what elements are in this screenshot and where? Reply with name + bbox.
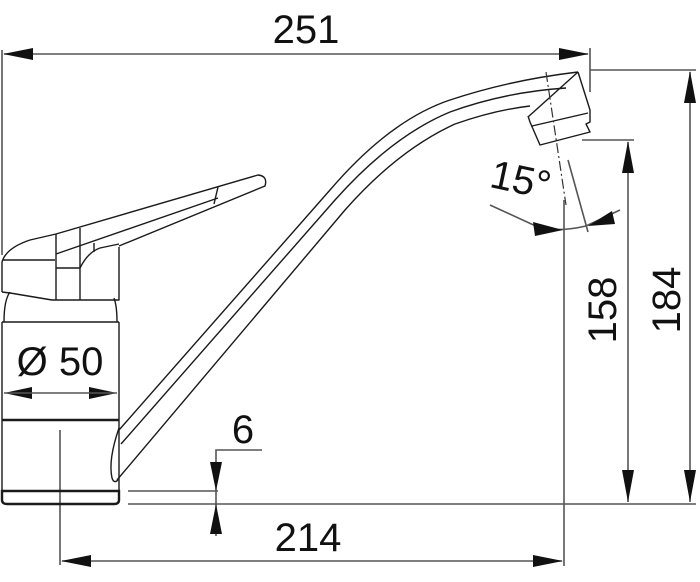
spout-inner-top bbox=[120, 87, 567, 445]
arrow-up-icon bbox=[684, 71, 696, 103]
arrow-down-icon bbox=[622, 470, 634, 502]
angle-leg-tilted bbox=[567, 159, 589, 233]
leader-line-6 bbox=[215, 449, 262, 491]
arrow-up-icon bbox=[622, 141, 634, 173]
mixer-body: Ø 50 bbox=[0, 291, 121, 506]
lever-outline bbox=[55, 174, 267, 247]
lever-inner-curve bbox=[79, 243, 120, 269]
aerator-outlet bbox=[527, 71, 591, 206]
head-bottom-edge bbox=[1, 247, 120, 301]
spout-underside bbox=[116, 105, 531, 481]
dimension-base-thickness: 6 bbox=[210, 408, 262, 536]
dimension-label-diameter: Ø 50 bbox=[17, 340, 104, 384]
lever-handle bbox=[1, 174, 267, 301]
dimension-overall-reach: 251 bbox=[1, 8, 591, 255]
dome-right bbox=[113, 297, 118, 323]
arrow-left-icon bbox=[3, 48, 33, 60]
arrow-left-icon bbox=[588, 211, 615, 226]
dimension-label-184: 184 bbox=[645, 267, 689, 334]
dimension-spout-angle: 15° bbox=[487, 152, 621, 236]
arrow-up-icon bbox=[210, 504, 222, 534]
arrow-right-icon bbox=[559, 48, 589, 60]
arrow-right-icon bbox=[533, 555, 563, 567]
dimension-label-angle: 15° bbox=[487, 152, 555, 208]
dimension-outlet-height: 158 bbox=[581, 139, 634, 502]
lever-grip-mark bbox=[213, 186, 219, 205]
arrow-left-icon bbox=[61, 555, 91, 567]
outlet-centerline bbox=[545, 71, 567, 206]
dimension-label-251: 251 bbox=[273, 8, 340, 52]
dimension-label-6: 6 bbox=[232, 408, 254, 452]
head-top-curve bbox=[1, 233, 57, 263]
angle-arc bbox=[489, 204, 621, 231]
aerator-bevel bbox=[527, 71, 579, 118]
spout-root-curve bbox=[110, 427, 120, 483]
swivel-spout bbox=[110, 71, 579, 483]
base-plate bbox=[0, 489, 121, 506]
dome-left bbox=[3, 291, 11, 323]
arrow-right-icon bbox=[533, 222, 563, 236]
dimension-spout-reach: 214 bbox=[59, 200, 565, 567]
arrow-down-icon bbox=[684, 470, 696, 502]
aerator-ring-line bbox=[531, 112, 589, 127]
dimension-overall-height: 184 bbox=[590, 69, 696, 502]
dimension-label-214: 214 bbox=[275, 516, 342, 560]
lever-mid-line bbox=[55, 197, 219, 255]
arrow-down-icon bbox=[210, 462, 222, 491]
dimension-label-158: 158 bbox=[581, 277, 625, 344]
spout-outer-top bbox=[118, 71, 579, 431]
aerator-outline bbox=[527, 71, 591, 146]
